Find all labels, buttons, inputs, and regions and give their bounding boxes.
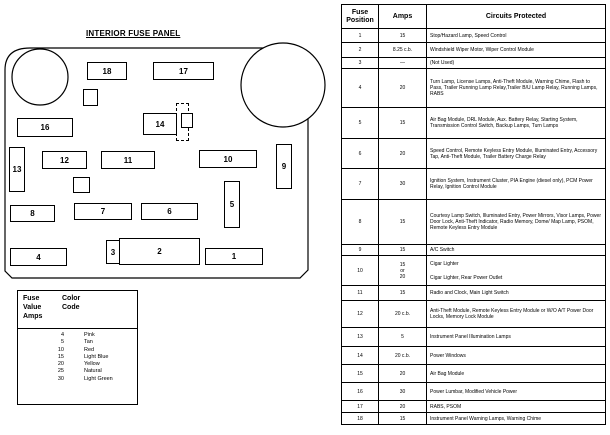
- header-amps: Amps: [378, 4, 427, 29]
- table-row: 1 15 Stop/Hazard Lamp, Speed Control: [341, 28, 606, 43]
- circuits-stack: Cigar Lighter Cigar Lighter, Rear Power …: [426, 255, 606, 286]
- fuse-14: 14: [143, 113, 177, 135]
- table-row: 3 — (Not Used): [341, 57, 606, 69]
- relay-small-box: [181, 113, 193, 128]
- fuse-7: 7: [74, 203, 132, 220]
- color-table-amps-column: 4 5 10 15 20 25 30: [57, 332, 64, 382]
- fuse-10: 10: [199, 150, 257, 168]
- fuse-11: 11: [101, 151, 155, 169]
- table-row: 13 5 Instrument Panel Illumination Lamps: [341, 327, 606, 347]
- table-row: 9 15 A/C Switch: [341, 244, 606, 256]
- table-row: 18 15 Instrument Panel Warning Lamps, Wa…: [341, 412, 606, 425]
- header-circuits: Circuits Protected: [426, 4, 606, 29]
- panel-title: INTERIOR FUSE PANEL: [86, 29, 181, 38]
- fuse-3: 3: [106, 240, 120, 264]
- table-row: 14 20 c.b. Power Windows: [341, 346, 606, 365]
- fuse-13: 13: [9, 147, 25, 192]
- table-row: 5 15 Air Bag Module, DRL Module, Aux. Ba…: [341, 107, 606, 139]
- fuse-17: 17: [153, 62, 214, 80]
- color-table-color-column: Pink Tan Red Light Blue Yellow Natural L…: [84, 332, 113, 382]
- fuse-18: 18: [87, 62, 127, 80]
- amps-stack: 15 or 20: [378, 255, 427, 286]
- table-row: 15 20 Air Bag Module: [341, 364, 606, 383]
- table-row: 2 8.25 c.b. Windshield Wiper Motor, Wipe…: [341, 42, 606, 58]
- color-table-divider: [18, 328, 137, 329]
- right-mounting-circle: [240, 42, 326, 128]
- header-fuse-position: Fuse Position: [341, 4, 379, 29]
- table-row: 11 15 Radio and Clock, Main Light Switch: [341, 285, 606, 301]
- table-row: 6 20 Speed Control, Remote Keyless Entry…: [341, 138, 606, 169]
- left-mounting-circle: [11, 48, 69, 106]
- fuse-9: 9: [276, 144, 292, 189]
- fuse-8: 8: [10, 205, 55, 222]
- fuse-6: 6: [141, 203, 198, 220]
- color-table-header-color: Color Code: [62, 295, 81, 311]
- circuits-protected-table: Fuse Position Amps Circuits Protected 1 …: [341, 4, 606, 425]
- fuse-color-code-table: Fuse Value Amps Color Code 4 5 10 15 20 …: [17, 290, 138, 405]
- fuse-12: 12: [42, 151, 87, 169]
- table-header-row: Fuse Position Amps Circuits Protected: [341, 4, 606, 29]
- fuse-5: 5: [224, 181, 240, 228]
- fuse-16: 16: [17, 118, 73, 137]
- fuse-4: 4: [10, 248, 67, 266]
- fuse-1: 1: [205, 248, 263, 265]
- table-row: 7 30 Ignition System, Instrument Cluster…: [341, 168, 606, 200]
- table-row: 17 20 RABS, PSOM: [341, 400, 606, 413]
- fuse-2: 2: [119, 238, 200, 265]
- table-row: 16 30 Power Lumbar, Modified Vehicle Pow…: [341, 382, 606, 401]
- table-row: 8 15 Courtesy Lamp Switch, Illuminated E…: [341, 199, 606, 245]
- relay-small-box: [83, 89, 98, 106]
- color-table-header-amps: Fuse Value Amps: [23, 295, 43, 320]
- relay-small-box: [73, 177, 90, 193]
- table-row: 12 20 c.b. Anti-Theft Module, Remote Key…: [341, 300, 606, 328]
- table-row: 10 15 or 20 Cigar Lighter Cigar Lighter,…: [341, 255, 606, 286]
- table-row: 4 20 Turn Lamp, License Lamps, Anti-Thef…: [341, 68, 606, 108]
